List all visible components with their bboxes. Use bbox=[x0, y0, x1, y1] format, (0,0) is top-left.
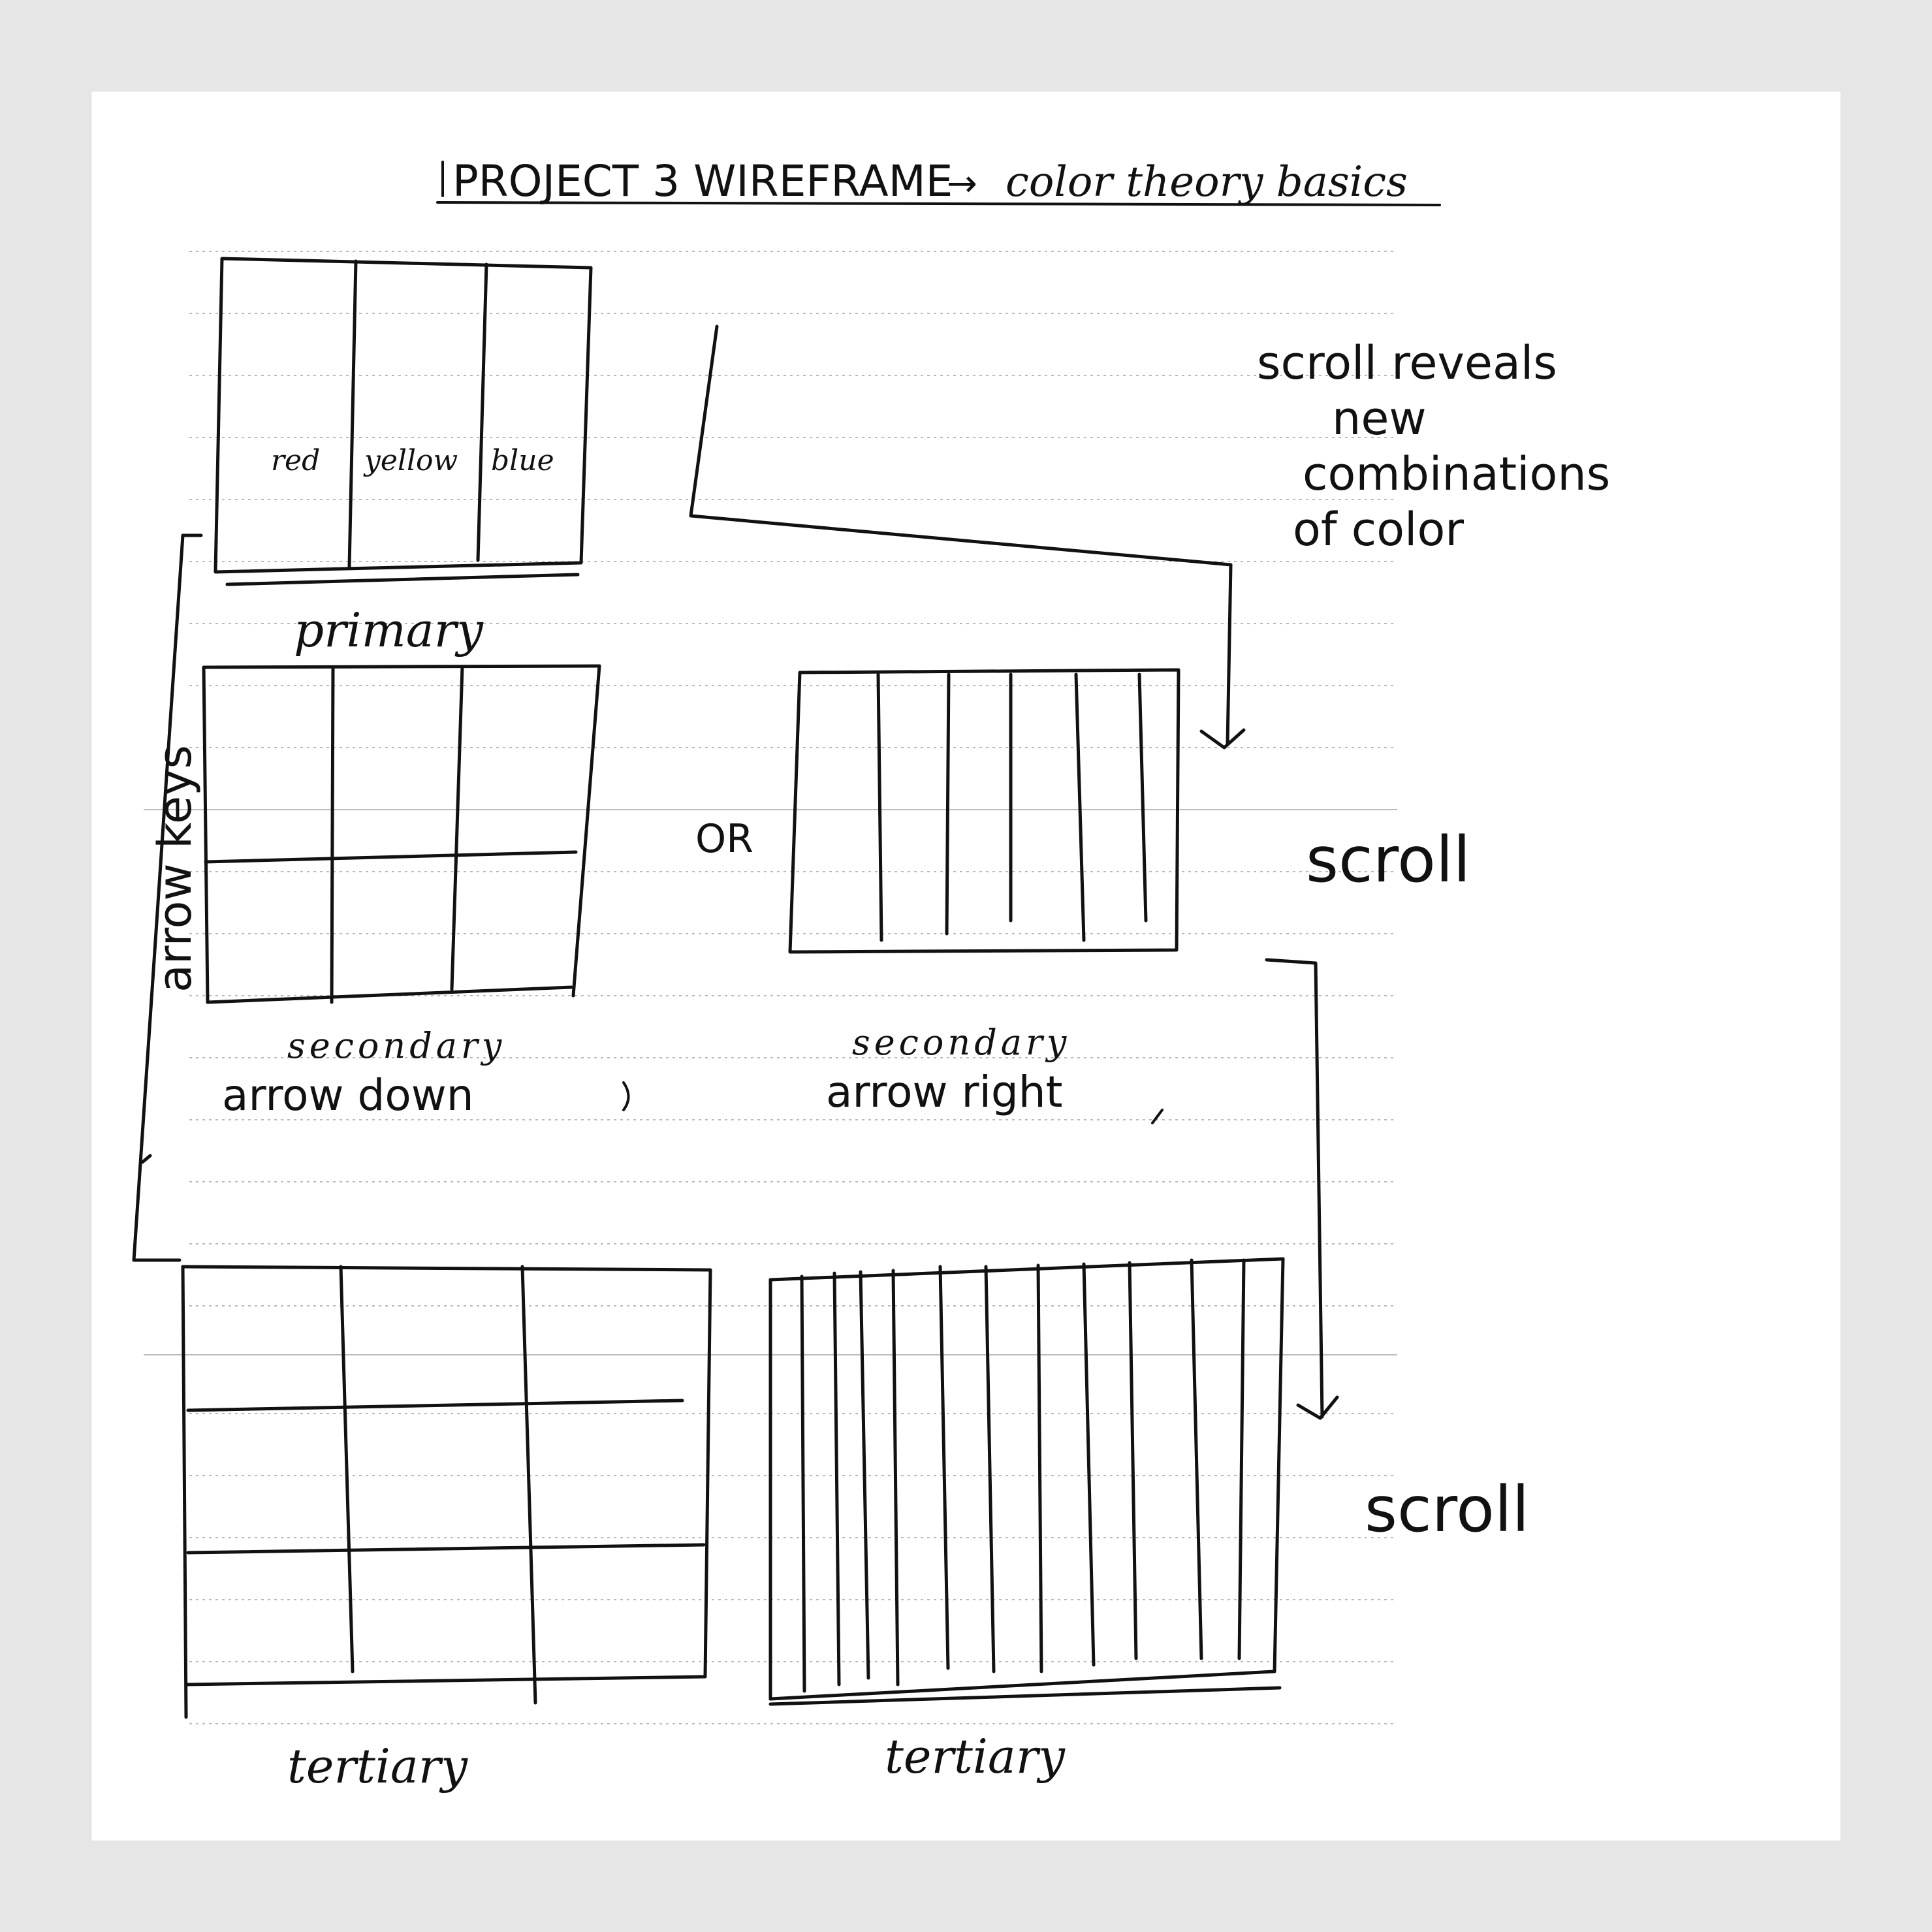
title-underline bbox=[436, 201, 1441, 206]
note-line-3: combinations bbox=[1303, 447, 1610, 501]
wireframe-sketch: PROJECT 3 WIREFRAME → color theory basic… bbox=[132, 156, 1610, 1794]
notebook-page: PROJECT 3 WIREFRAME → color theory basic… bbox=[91, 91, 1841, 1841]
title-arrow: → bbox=[947, 163, 977, 205]
arrow-keys-label: arrow keys bbox=[148, 745, 202, 992]
secondary-left-wireframe: secondary arrow down bbox=[202, 664, 630, 1120]
title-sub: color theory basics bbox=[1006, 158, 1408, 206]
primary-wireframe: red yellow blue primary bbox=[214, 257, 593, 657]
secondary-left-caption: secondary bbox=[287, 1025, 505, 1066]
primary-caption: primary bbox=[294, 603, 484, 657]
primary-cell-yellow: yellow bbox=[363, 444, 458, 477]
ruled-lines bbox=[144, 251, 1397, 1724]
tertiary-right-wireframe: tertiary bbox=[768, 1257, 1285, 1784]
secondary-right-caption: secondary bbox=[852, 1022, 1070, 1063]
note-line-2: new bbox=[1332, 392, 1427, 445]
scroll-flow-arrow-top bbox=[689, 325, 1246, 750]
title-main: PROJECT 3 WIREFRAME bbox=[452, 156, 953, 206]
or-label: OR bbox=[695, 816, 753, 862]
scroll-flow-arrow-bottom bbox=[1265, 958, 1339, 1420]
scroll-note: scroll reveals new combinations of color bbox=[1257, 336, 1610, 556]
secondary-right-sub: arrow right bbox=[826, 1067, 1063, 1117]
secondary-left-sub: arrow down bbox=[222, 1070, 474, 1120]
arrow-keys-bracket: arrow keys bbox=[132, 533, 203, 1262]
primary-cell-red: red bbox=[271, 444, 320, 477]
note-line-4: of color bbox=[1293, 503, 1464, 556]
scroll-label-1: scroll bbox=[1306, 823, 1470, 896]
tertiary-right-caption: tertiary bbox=[885, 1729, 1066, 1784]
note-line-1: scroll reveals bbox=[1257, 336, 1557, 390]
title: PROJECT 3 WIREFRAME → color theory basic… bbox=[436, 156, 1441, 206]
tertiary-left-wireframe: tertiary bbox=[181, 1265, 712, 1794]
secondary-right-wireframe: secondary arrow right bbox=[788, 668, 1180, 1124]
tertiary-left-caption: tertiary bbox=[287, 1739, 468, 1794]
scroll-label-2: scroll bbox=[1365, 1473, 1529, 1546]
primary-cell-blue: blue bbox=[491, 444, 554, 477]
